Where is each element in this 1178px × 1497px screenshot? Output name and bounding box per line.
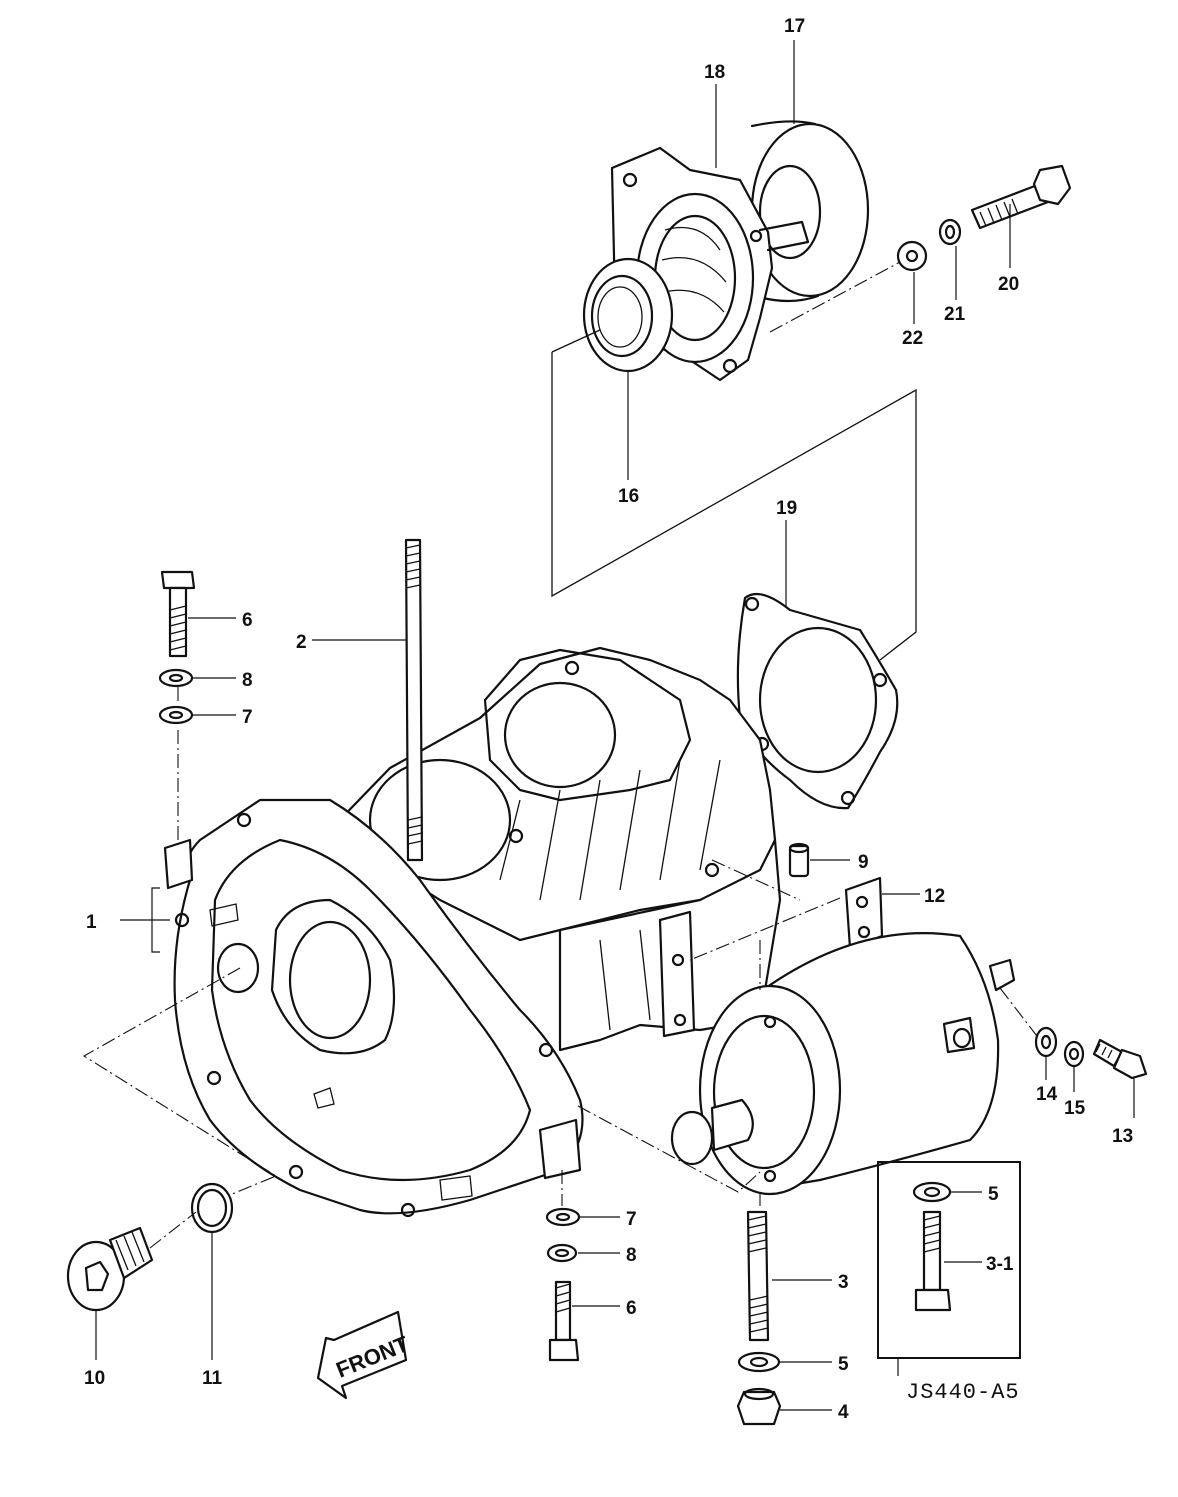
- callout-15: 15: [1064, 1098, 1086, 1119]
- callout-3: 3: [838, 1272, 849, 1293]
- callout-22: 22: [902, 328, 923, 349]
- callout-13: 13: [1112, 1126, 1133, 1147]
- callout-14: 14: [1036, 1084, 1058, 1105]
- callout-labels: 1 2 3 3-1 4 5 5 6 6 7 7 8 8 9 10 11 12 1…: [84, 16, 1133, 1423]
- part-4-nut: [736, 1387, 782, 1426]
- front-direction-arrow: FRONT: [316, 1310, 413, 1400]
- starter-motor: [670, 932, 1016, 1196]
- callout-6-bottom: 6: [626, 1298, 637, 1319]
- callout-8-bottom: 8: [626, 1245, 637, 1266]
- callout-3-1: 3-1: [986, 1254, 1014, 1275]
- callout-9: 9: [858, 852, 869, 873]
- callout-4: 4: [838, 1402, 849, 1423]
- part-8-washer-top: [158, 668, 194, 688]
- part-9-dowel: [788, 842, 810, 878]
- callout-5-inset: 5: [988, 1184, 999, 1205]
- part-13-bolt: [1092, 1038, 1148, 1080]
- assembly-lines: [82, 261, 1041, 1249]
- inset-box: [877, 1161, 1021, 1376]
- diagram-code: JS440-A5: [906, 1380, 1020, 1405]
- part-6-bolt-top: [160, 570, 196, 658]
- part-10-plug: [66, 1226, 154, 1312]
- callout-21: 21: [944, 304, 966, 325]
- callout-8-top: 8: [242, 670, 253, 691]
- callout-17: 17: [784, 16, 805, 37]
- part-16-seal: [582, 257, 674, 373]
- part-1-crankcase: [163, 646, 782, 1218]
- callout-20: 20: [998, 274, 1019, 295]
- callout-6-top: 6: [242, 610, 253, 631]
- part-22-washer: [896, 240, 928, 272]
- callout-12: 12: [924, 886, 945, 907]
- callout-2: 2: [296, 632, 307, 653]
- callout-16: 16: [618, 486, 639, 507]
- part-6-bolt-bottom: [548, 1280, 580, 1362]
- callout-1: 1: [86, 912, 97, 933]
- callout-11: 11: [202, 1368, 223, 1389]
- part-14-washer: [1034, 1026, 1058, 1058]
- leader-lines: [95, 40, 1135, 1411]
- callout-5: 5: [838, 1354, 849, 1375]
- part-7-washer-bottom: [545, 1207, 581, 1227]
- part-11-oring: [190, 1182, 234, 1234]
- part-2-stud: [404, 538, 424, 862]
- part-21-lockwasher: [938, 218, 962, 246]
- part-15-lockwasher: [1063, 1040, 1085, 1068]
- callout-7-bottom: 7: [626, 1209, 637, 1230]
- part-7-washer-top: [158, 705, 194, 725]
- callout-10: 10: [84, 1368, 105, 1389]
- callout-7-top: 7: [242, 707, 253, 728]
- part-5-washer-bottom: [737, 1351, 781, 1373]
- part-8-washer-bottom: [546, 1243, 578, 1263]
- part-20-bolt: [970, 164, 1072, 230]
- callout-19: 19: [776, 498, 797, 519]
- part-3-stud: [746, 1210, 770, 1342]
- callout-18: 18: [704, 62, 725, 83]
- bearing-housing-assembly: [582, 120, 870, 382]
